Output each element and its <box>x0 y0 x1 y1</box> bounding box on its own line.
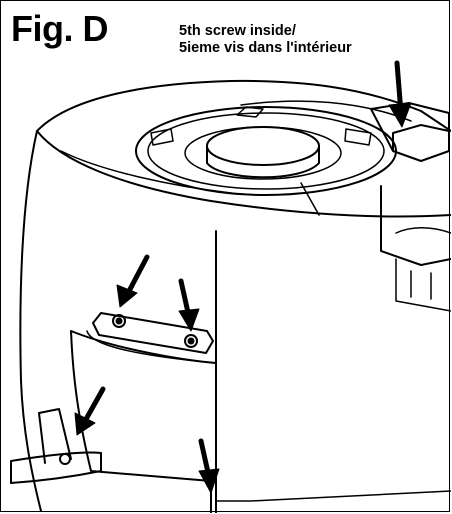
seat-inner-ring <box>184 126 342 180</box>
screw-right-inner <box>187 337 195 345</box>
hub-bottom <box>206 162 320 179</box>
front-panel <box>70 230 217 513</box>
hub-top <box>206 126 320 166</box>
arrow-screw-right <box>178 278 200 332</box>
side-ribs <box>395 227 451 312</box>
screw-lower-left <box>59 453 71 465</box>
bottom-trim <box>215 490 451 502</box>
arrow-screw-lower-right <box>198 438 220 494</box>
arrow-screw-left <box>116 254 150 308</box>
callout-text: 5th screw inside/ 5ieme vis dans l'intér… <box>179 23 352 57</box>
seat-tabs <box>150 106 372 216</box>
screw-left-inner <box>115 317 123 325</box>
left-clip <box>38 408 72 464</box>
screw-plate-lower <box>86 330 217 364</box>
top-rim <box>60 100 412 194</box>
figure-label: Fig. D <box>11 8 108 49</box>
callout-line-2: 5ieme vis dans l'intérieur <box>179 40 352 56</box>
latch-housing <box>370 102 451 266</box>
hub-side <box>206 145 320 164</box>
seat-middle-ring <box>147 112 385 190</box>
callout-line-1: 5th screw inside/ <box>179 23 296 39</box>
screw-left <box>112 314 126 328</box>
arrow-screw-lower-left <box>74 386 106 436</box>
arrow-5th-screw <box>388 60 412 128</box>
screw-right <box>184 334 198 348</box>
seat-outer-ring <box>135 106 397 196</box>
body-outline <box>19 79 451 512</box>
